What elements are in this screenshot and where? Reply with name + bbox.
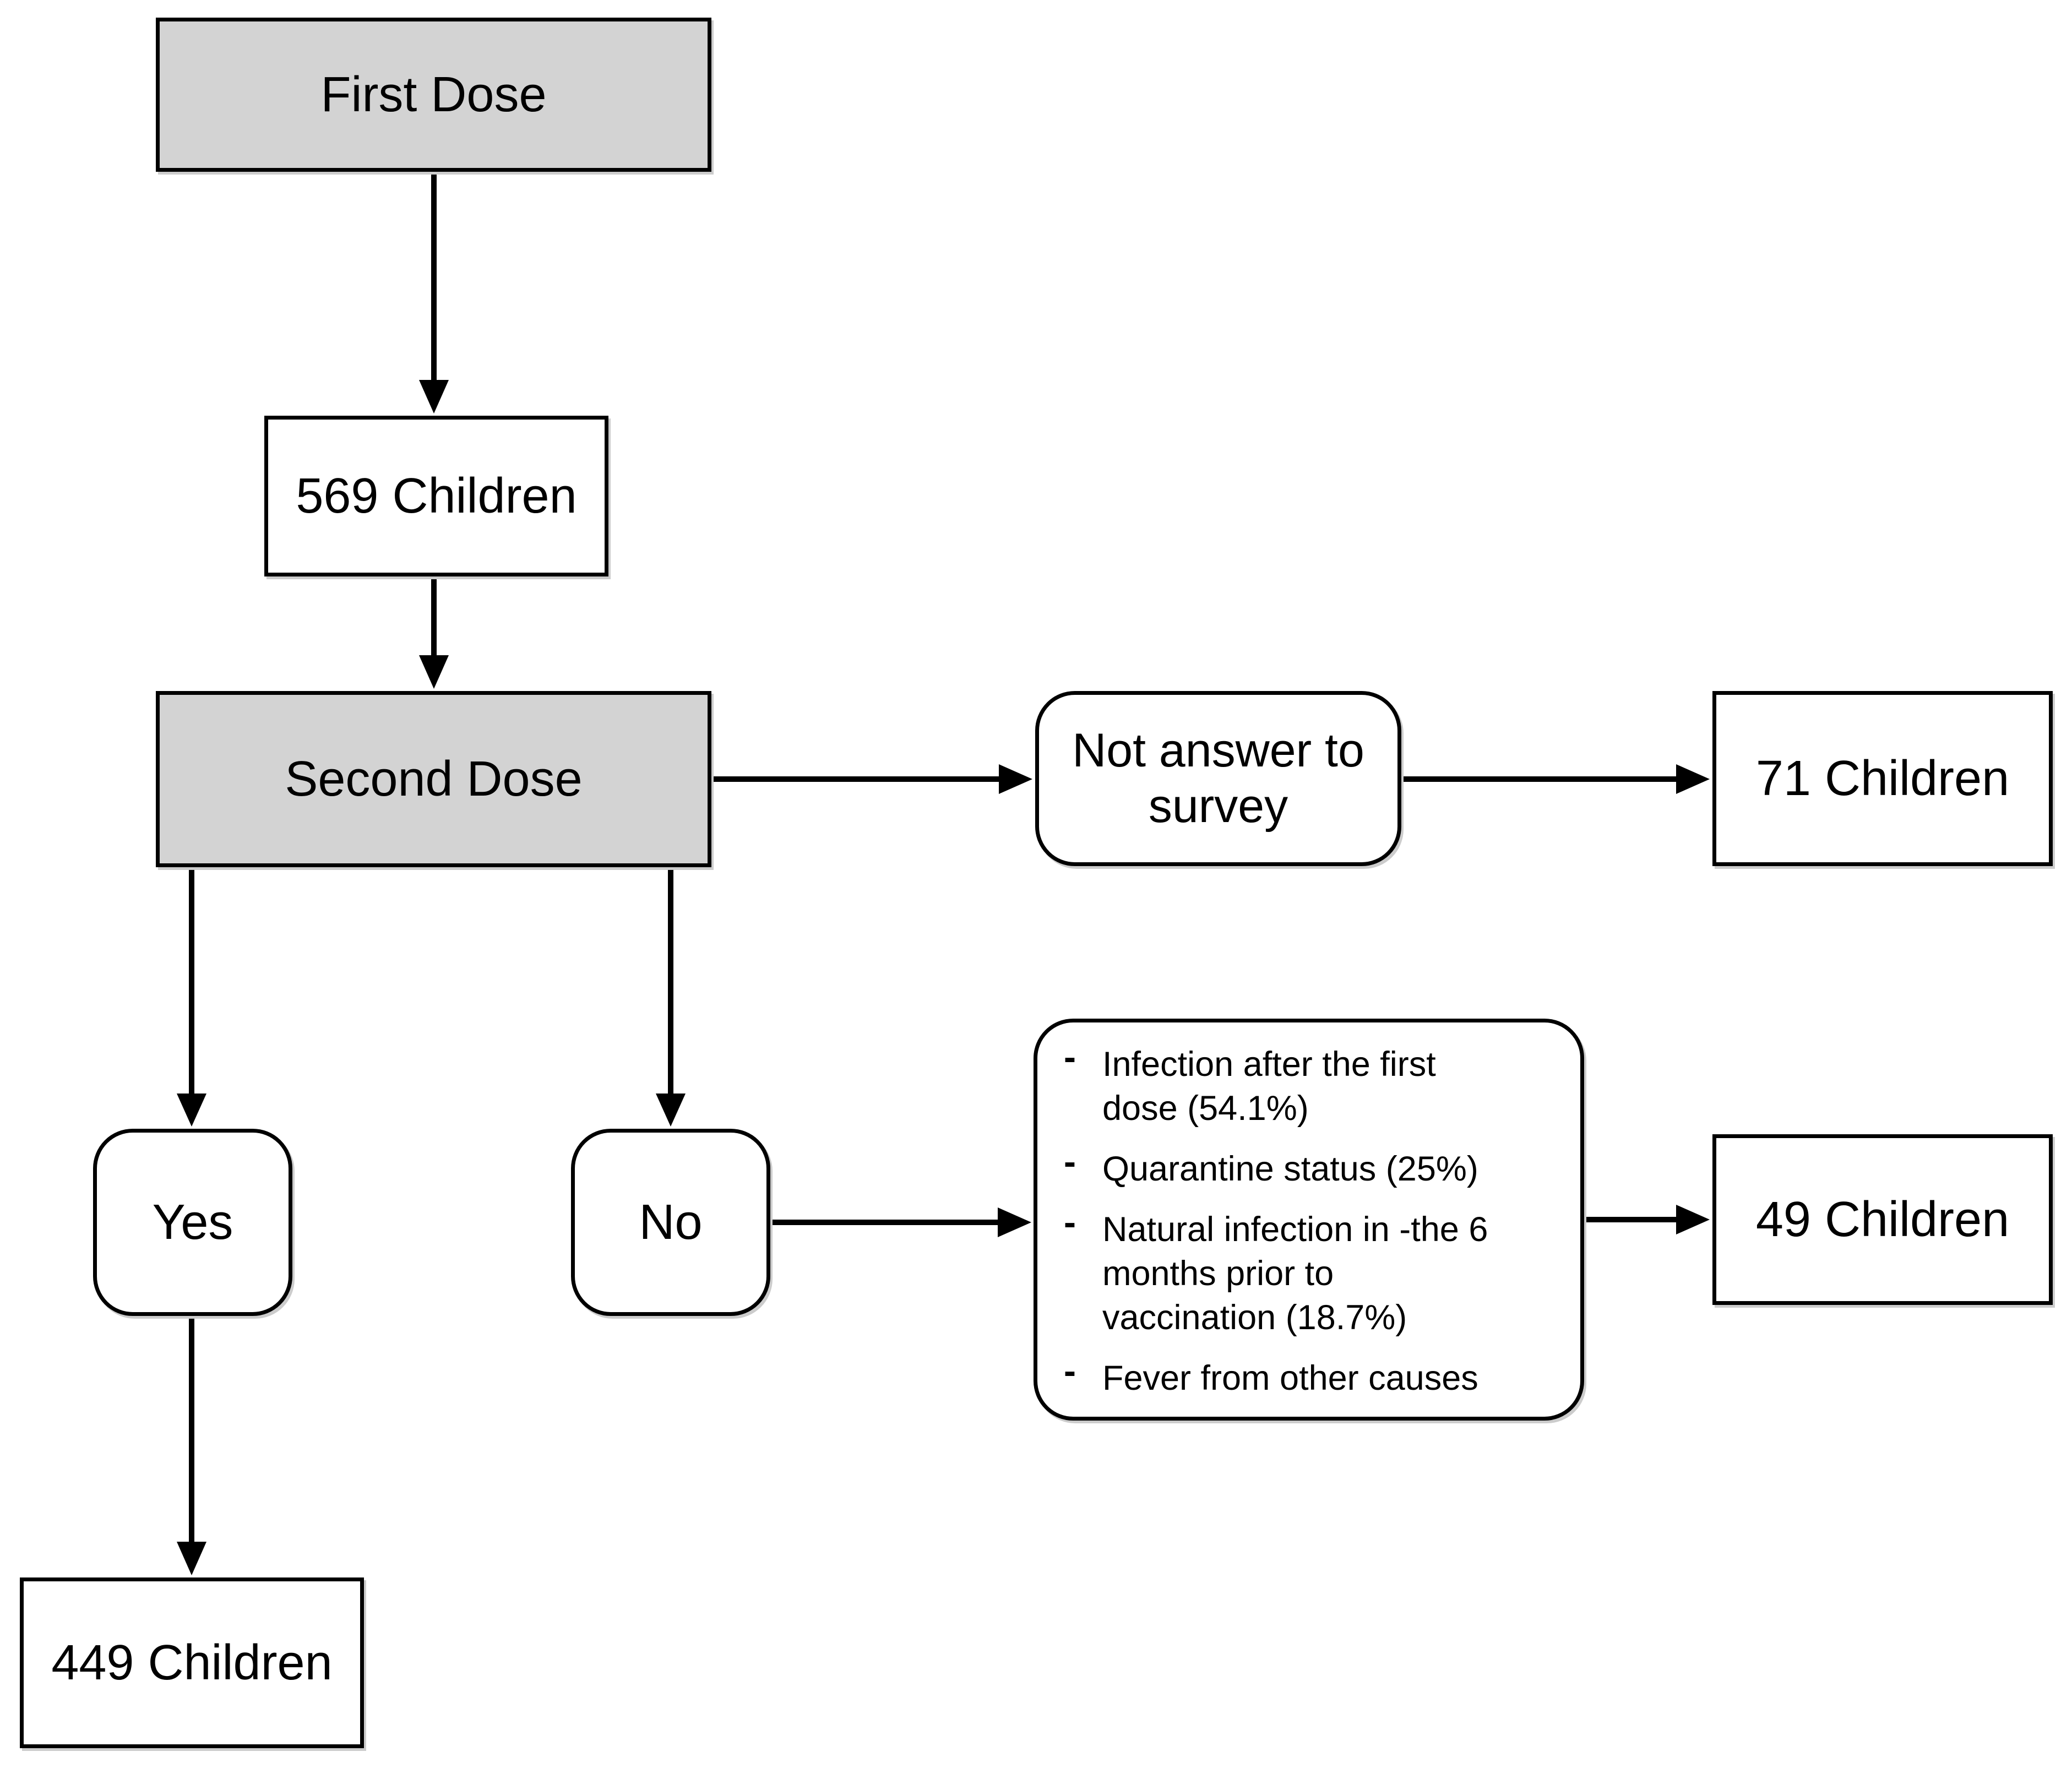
edge-no-to-reasons (771, 1207, 1031, 1237)
reason-text: Infection after the first dose (54.1%) (1102, 1045, 1436, 1128)
edge-first-dose-to-569-children (419, 174, 449, 414)
node-first-dose-label: First Dose (320, 67, 547, 122)
node-not-answer-label: Not answer to survey (1072, 723, 1364, 833)
node-449-children-label: 449 Children (51, 1635, 333, 1690)
node-second-dose-label: Second Dose (285, 751, 583, 807)
edge-yes-to-449-children (177, 1317, 206, 1575)
node-not-answer-to-survey: Not answer to survey (1035, 691, 1401, 866)
reason-item: -Fever from other causes (1064, 1350, 1488, 1400)
reason-item: -Quarantine status (25%) (1064, 1141, 1488, 1191)
node-569-children: 569 Children (264, 416, 608, 576)
node-71-children: 71 Children (1712, 691, 2053, 866)
bullet-dash: - (1064, 1201, 1076, 1242)
edge-reasons-to-49-children (1585, 1205, 1710, 1234)
edge-second-dose-to-not-answer (713, 764, 1032, 794)
node-second-dose: Second Dose (156, 691, 711, 867)
reason-item: -Infection after the first dose (54.1%) (1064, 1036, 1488, 1130)
node-569-children-label: 569 Children (296, 468, 577, 524)
node-first-dose: First Dose (156, 18, 711, 172)
node-yes: Yes (93, 1129, 292, 1316)
edge-569-children-to-second-dose (419, 578, 449, 689)
node-449-children: 449 Children (20, 1577, 364, 1748)
node-no-label: No (639, 1194, 703, 1250)
edge-not-answer-to-71-children (1402, 764, 1710, 794)
bullet-dash: - (1064, 1141, 1076, 1182)
reason-list: -Infection after the first dose (54.1%)-… (1037, 1022, 1510, 1417)
edge-second-dose-to-yes (177, 868, 206, 1127)
reason-text: Natural infection in -the 6 months prior… (1102, 1210, 1488, 1337)
reason-item: -Natural infection in -the 6 months prio… (1064, 1201, 1488, 1340)
bullet-dash: - (1064, 1350, 1076, 1391)
node-71-children-label: 71 Children (1755, 750, 2010, 806)
bullet-dash: - (1064, 1036, 1076, 1077)
reason-text: Quarantine status (25%) (1102, 1150, 1478, 1188)
edge-second-dose-to-no (656, 868, 686, 1127)
node-yes-label: Yes (152, 1194, 233, 1250)
node-49-children-label: 49 Children (1755, 1192, 2010, 1247)
reason-text: Fever from other causes (1102, 1359, 1478, 1397)
node-no: No (571, 1129, 770, 1316)
node-49-children: 49 Children (1712, 1134, 2053, 1305)
node-exclusion-reasons: -Infection after the first dose (54.1%)-… (1034, 1019, 1584, 1421)
